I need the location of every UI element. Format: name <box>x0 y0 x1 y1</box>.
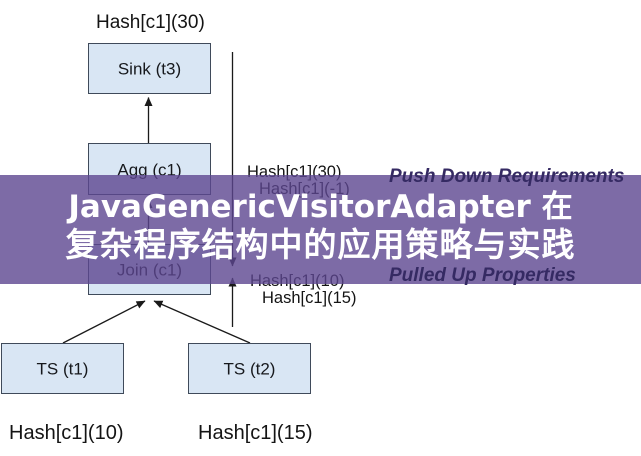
article-title: JavaGenericVisitorAdapter 在 复杂程序结构中的应用策略… <box>0 189 641 265</box>
node-ts2 <box>188 343 311 394</box>
article-title-line-2: 复杂程序结构中的应用策略与实践 <box>65 225 576 264</box>
hash-label-sink-top: Hash[c1](30) <box>96 12 205 33</box>
hash-label-ts2-bottom: Hash[c1](15) <box>198 422 313 444</box>
hash-label-ts1-bottom: Hash[c1](10) <box>9 422 124 444</box>
node-ts1 <box>1 343 124 394</box>
article-title-line-1: JavaGenericVisitorAdapter 在 <box>68 189 573 225</box>
node-sink-label: Sink (t3) <box>118 60 181 79</box>
title-banner-overlay: Push Down Requirements Pulled Up Propert… <box>0 166 641 286</box>
push-down-requirements-label: Push Down Requirements <box>389 166 625 187</box>
pulled-up-properties-label: Pulled Up Properties <box>389 265 576 286</box>
edge-ts2-to-join <box>153 300 251 344</box>
node-agg-label: Agg (c1) <box>117 161 181 180</box>
edge-ts1-to-join <box>62 300 146 344</box>
node-ts1-label: TS (t1) <box>37 360 89 379</box>
node-sink <box>88 43 211 94</box>
hash-label-pulledup-2: Hash[c1](15) <box>262 289 356 307</box>
node-ts2-label: TS (t2) <box>224 360 276 379</box>
